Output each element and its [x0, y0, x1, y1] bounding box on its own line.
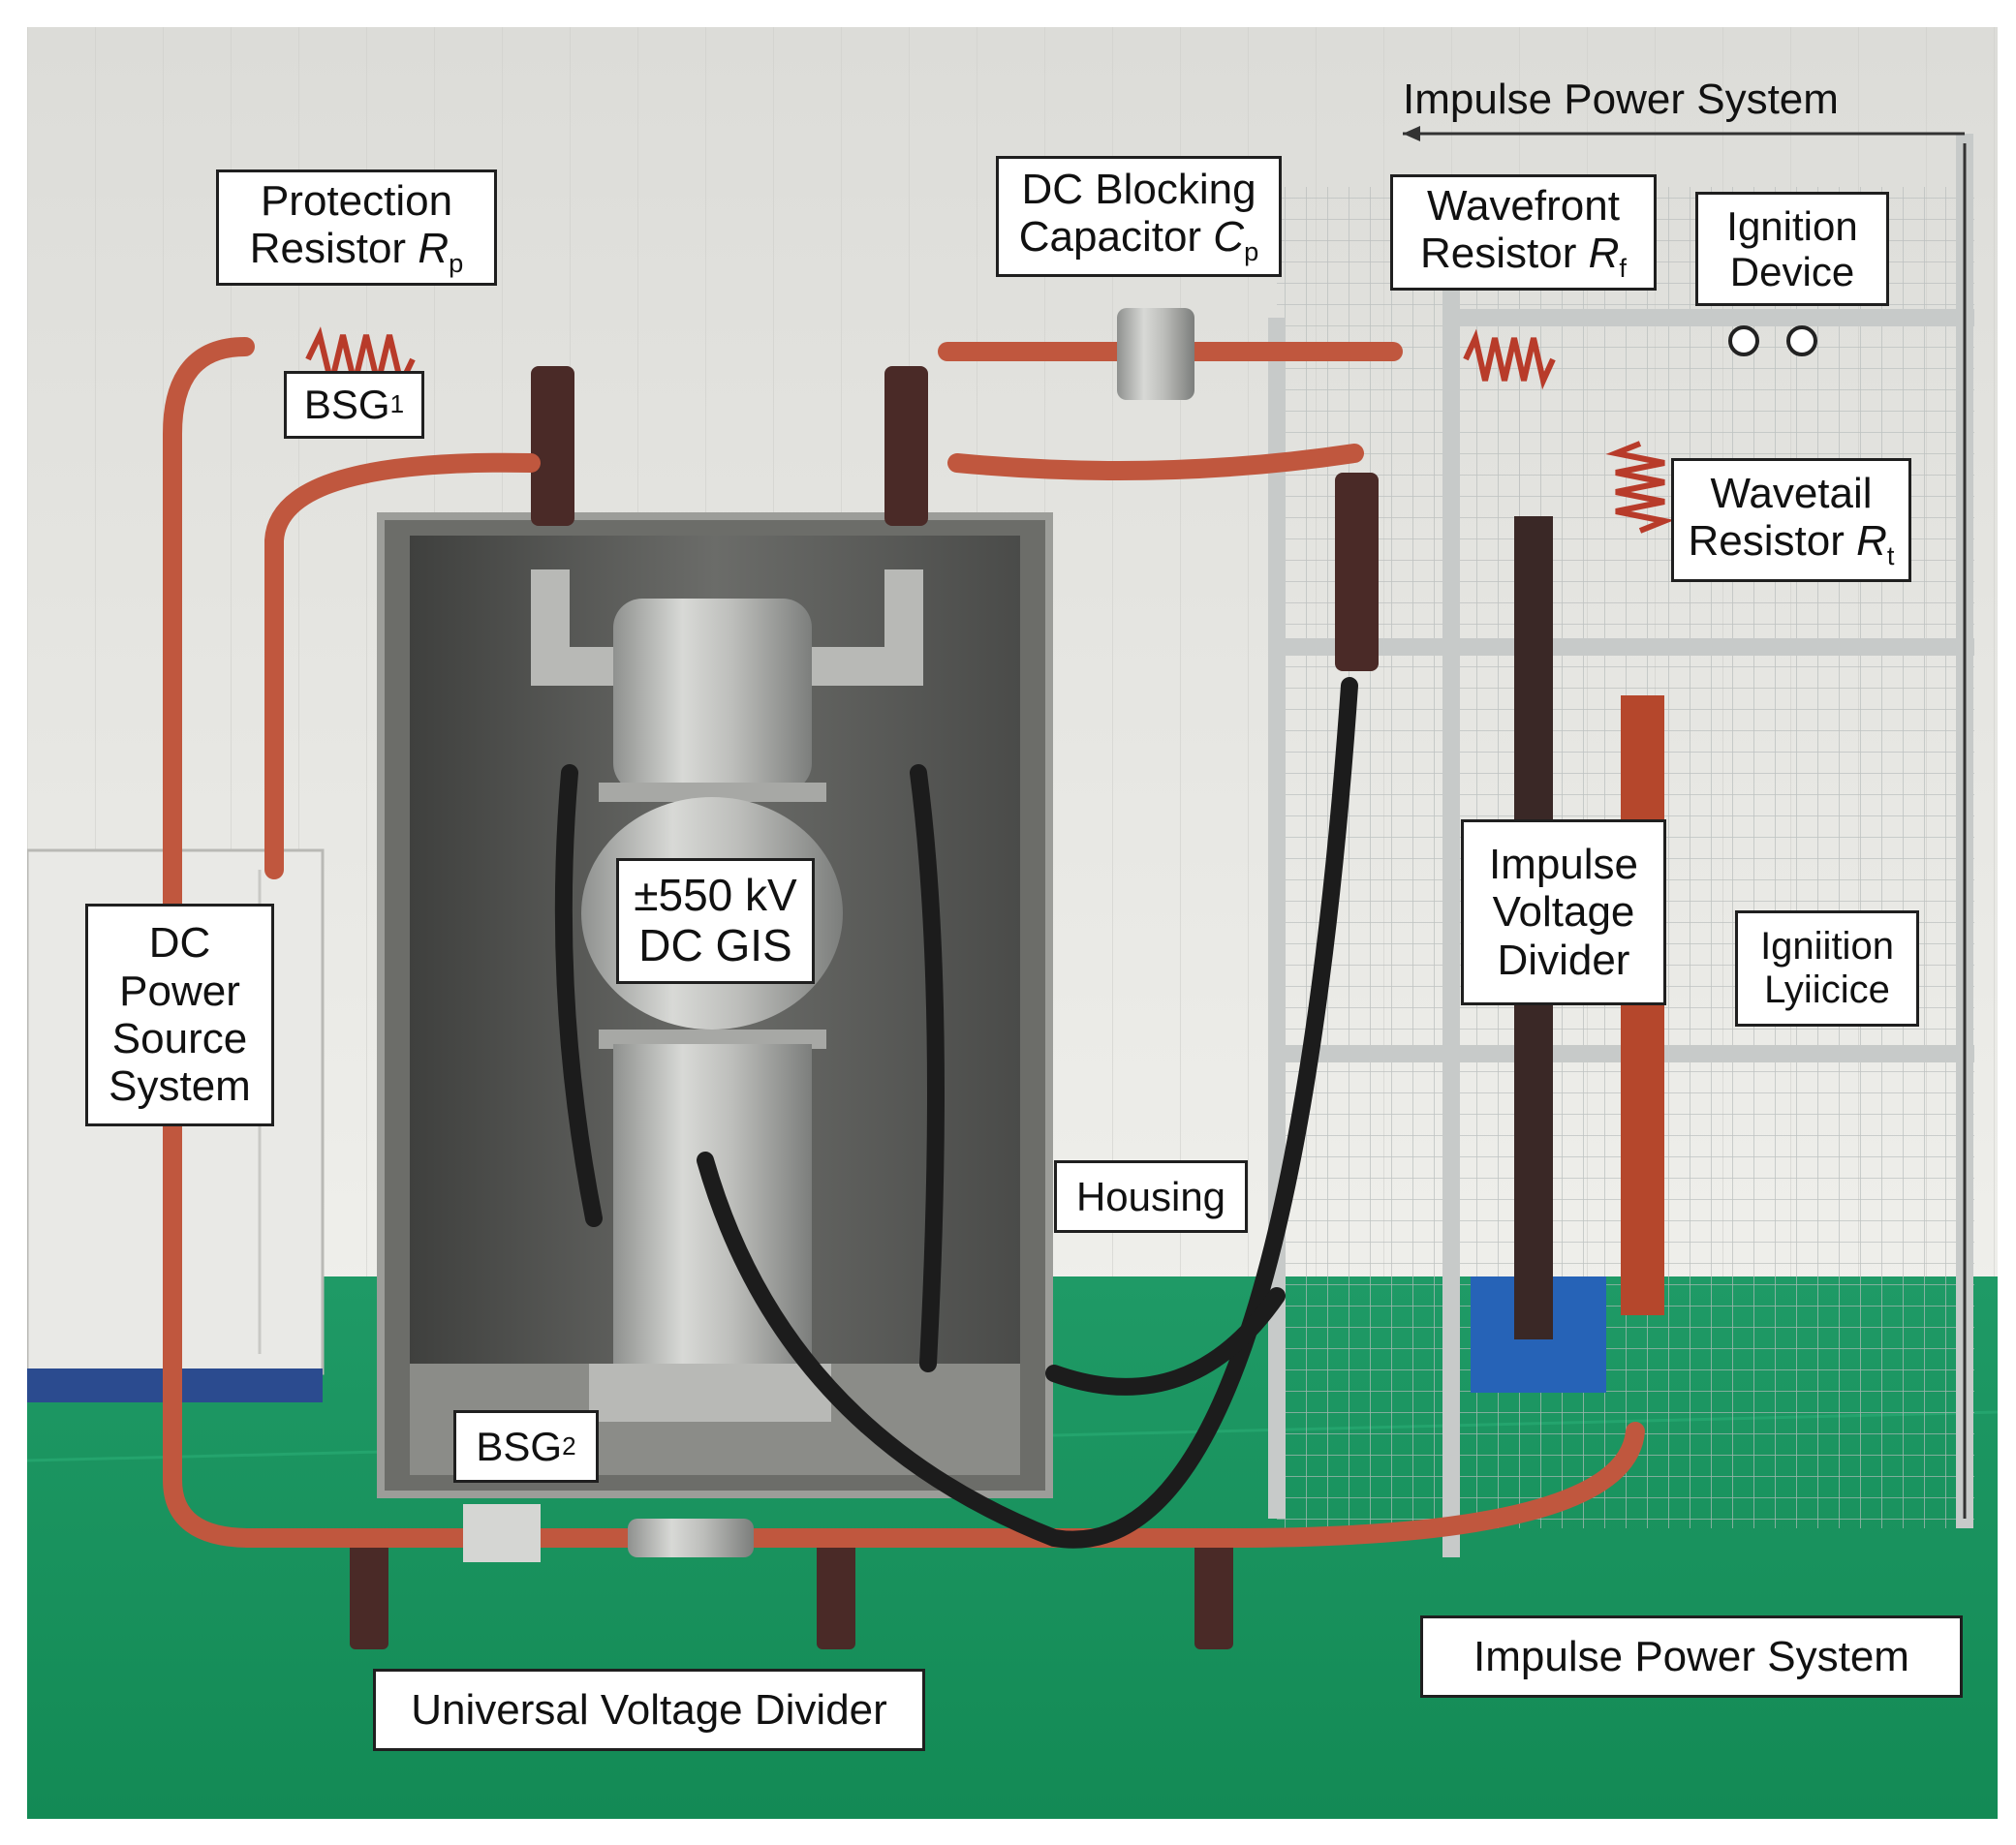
insulators: [350, 366, 1379, 1649]
universal-voltage-divider-label: Universal Voltage Divider: [373, 1669, 925, 1751]
protection-resistor-label: Protection Resistor Rp: [216, 169, 497, 286]
lab-photo: Impulse Power System Protection Resistor…: [27, 27, 1998, 1819]
ignition-device-label-2: Igniition Lyiicice: [1735, 910, 1919, 1027]
dc-cables: [163, 337, 1645, 1548]
ignition-sphere-right: [1786, 325, 1817, 356]
wavetail-resistor-label: Wavetail Resistor Rt: [1671, 458, 1911, 582]
wavetail-resistor-coil: [1605, 441, 1675, 534]
universal-divider-bar: [628, 1519, 754, 1557]
dc-blocking-capacitor-label: DC Blocking Capacitor Cp: [996, 156, 1282, 277]
ignition-sphere-left: [1728, 325, 1759, 356]
wavefront-resistor-coil: [1463, 328, 1556, 390]
wavefront-resistor-label: Wavefront Resistor Rf: [1390, 174, 1657, 291]
bsg2-switch: [463, 1504, 541, 1562]
impulse-power-system-top-label: Impulse Power System: [1403, 76, 1839, 123]
housing-label: Housing: [1054, 1160, 1248, 1233]
protection-resistor-coil: [305, 326, 416, 392]
impulse-voltage-divider-label: Impulse Voltage Divider: [1461, 819, 1666, 1005]
impulse-top-arrow: [1403, 132, 1967, 1519]
ignition-device-label: Ignition Device: [1695, 192, 1889, 306]
impulse-power-system-bottom-label: Impulse Power System: [1420, 1615, 1963, 1698]
dc-blocking-capacitor: [1117, 308, 1194, 400]
dc-power-source-label: DC Power Source System: [85, 904, 274, 1126]
hv-cables: [554, 677, 1358, 1549]
gis-label: ±550 kV DC GIS: [616, 858, 815, 984]
